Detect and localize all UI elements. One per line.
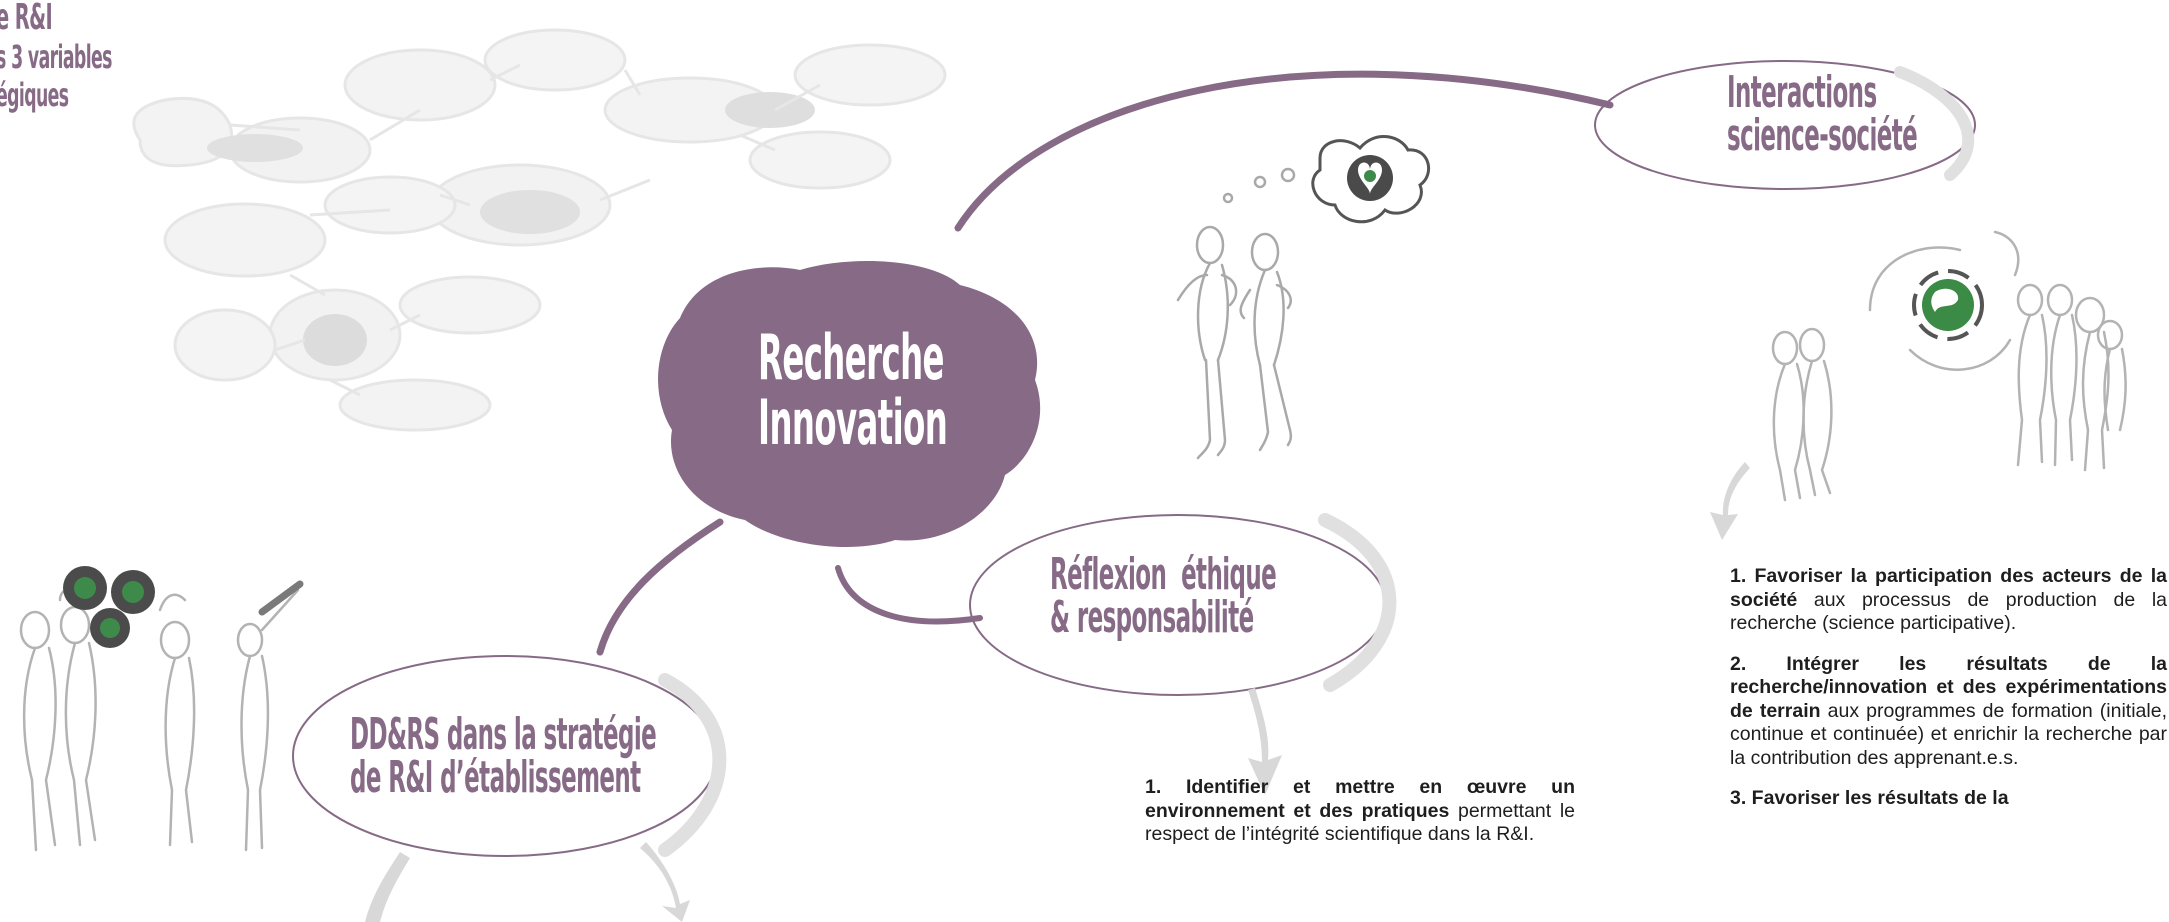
sketch-figures-ddrs bbox=[19, 587, 300, 852]
connector-reflexion bbox=[835, 565, 983, 625]
reflexion-item-1-rest: permettant le respect de l’intégrité sci… bbox=[1145, 799, 1575, 846]
interactions-item-1-rest: aux processus de production de la recher… bbox=[1730, 588, 2168, 635]
reflexion-item-1-bold: 1. Identifier et mettre en œuvre un envi… bbox=[1145, 776, 1575, 822]
center-node-line1: Recherche bbox=[758, 321, 945, 394]
sketch-figures-interactions bbox=[1771, 230, 2127, 502]
center-node-line2: Innovation bbox=[758, 386, 948, 460]
node-reflexion-line2: & responsabilité bbox=[1050, 592, 1254, 644]
node-ddrs-line2: de R&I d’établissement bbox=[350, 752, 641, 804]
reflexion-text: 1. Identifier et mettre en œuvre un envi… bbox=[1145, 776, 1575, 864]
node-ddrs-label: DD&RS dans la stratégie de R&I d’établis… bbox=[350, 710, 878, 803]
branch-node-shapes bbox=[292, 60, 1976, 857]
earth-heart-icon bbox=[1347, 155, 1393, 201]
corner-heading-line2: s 3 variables bbox=[0, 38, 112, 77]
faded-background-map bbox=[132, 28, 947, 432]
node-interactions-line1: Interactions bbox=[1727, 67, 1877, 118]
sketch-figures-reflexion bbox=[1176, 134, 1430, 460]
telescope-icon bbox=[258, 580, 304, 616]
interactions-item-1-bold-a: 1. Favoriser la participation des bbox=[1730, 565, 2034, 587]
connector-interactions bbox=[954, 70, 1614, 232]
node-ddrs-line1: DD&RS dans la stratégie bbox=[350, 709, 657, 760]
corner-heading-line1: e R&I bbox=[0, 0, 53, 38]
node-reflexion-line1: Réflexion éthique bbox=[1050, 549, 1277, 600]
connector-ddrs bbox=[596, 518, 724, 656]
interactions-item-1: 1. Favoriser la participation des acteur… bbox=[1730, 565, 2167, 636]
interactions-item-3: 3. Favoriser les résultats de la bbox=[1730, 787, 2167, 811]
interactions-text: 1. Favoriser la participation des acteur… bbox=[1730, 565, 2167, 828]
interactions-item-2: 2. Intégrer les résultats de la recherch… bbox=[1730, 653, 2167, 771]
down-arrows bbox=[365, 462, 1750, 922]
node-reflexion-label: Réflexion éthique & responsabilité bbox=[1050, 550, 1440, 643]
reflexion-item-1: 1. Identifier et mettre en œuvre un envi… bbox=[1145, 776, 1575, 847]
node-interactions-label: Interactions science-société bbox=[1727, 68, 2055, 161]
earth-cycle-icon bbox=[1912, 269, 1984, 341]
interactions-item-3-partial: 3. Favoriser les résultats de la bbox=[1730, 787, 2009, 809]
node-interactions-line2: science-société bbox=[1727, 110, 1918, 162]
center-node-label: Recherche Innovation bbox=[758, 323, 1084, 458]
corner-heading-line3: égiques bbox=[0, 76, 69, 115]
center-node-blob bbox=[658, 261, 1041, 548]
corner-heading: e R&I s 3 variables égiques bbox=[0, 0, 189, 114]
interactions-item-1-bold-b: acteurs de la société bbox=[1730, 565, 2168, 611]
interactions-item-2-rest: aux programmes de formation (initiale, c… bbox=[1730, 699, 2167, 769]
interactions-item-2-bold: 2. Intégrer les résultats de la recherch… bbox=[1730, 652, 2167, 722]
gears-earth-icon bbox=[63, 566, 155, 648]
